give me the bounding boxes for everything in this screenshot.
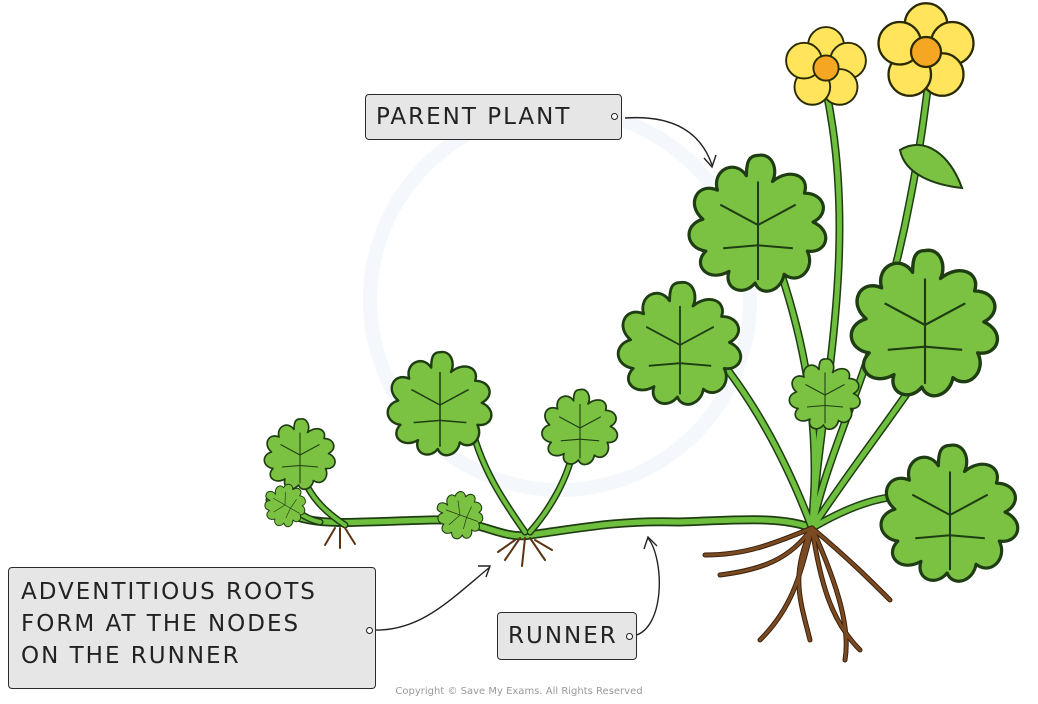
pin-runner [626,633,633,640]
leaf-parent-center [789,359,860,429]
pin-adventitious-roots [366,627,373,634]
copyright-notice: Copyright © Save My Exams. All Rights Re… [0,686,1038,697]
flower-right [879,3,974,96]
label-runner-text: RUNNER [508,620,636,652]
bract-leaf [900,145,962,188]
leaf-mid-3 [429,485,489,545]
flower-left [786,27,866,105]
leaf-parent-lower-right [881,445,1018,581]
leaf-mid-1 [388,352,492,455]
label-runner: RUNNER [497,612,637,660]
label-parent-plant: PARENT PLANT [365,94,622,140]
label-roots-line-1: ADVENTITIOUS ROOTS [21,576,375,608]
label-roots-line-3: ON THE RUNNER [21,640,375,672]
flowers [786,3,973,105]
leaf-mid-2 [542,389,617,464]
label-adventitious-roots: ADVENTITIOUS ROOTS FORM AT THE NODES ON … [8,567,376,689]
leaves [256,145,1018,581]
roots-arrow [372,567,490,630]
leaf-parent-right [851,250,997,396]
leaf-parent-left [618,282,741,404]
label-parent-plant-text: PARENT PLANT [376,101,621,133]
label-roots-line-2: FORM AT THE NODES [21,608,375,640]
leaf-small-1 [264,419,335,489]
pin-parent-plant [611,113,618,120]
